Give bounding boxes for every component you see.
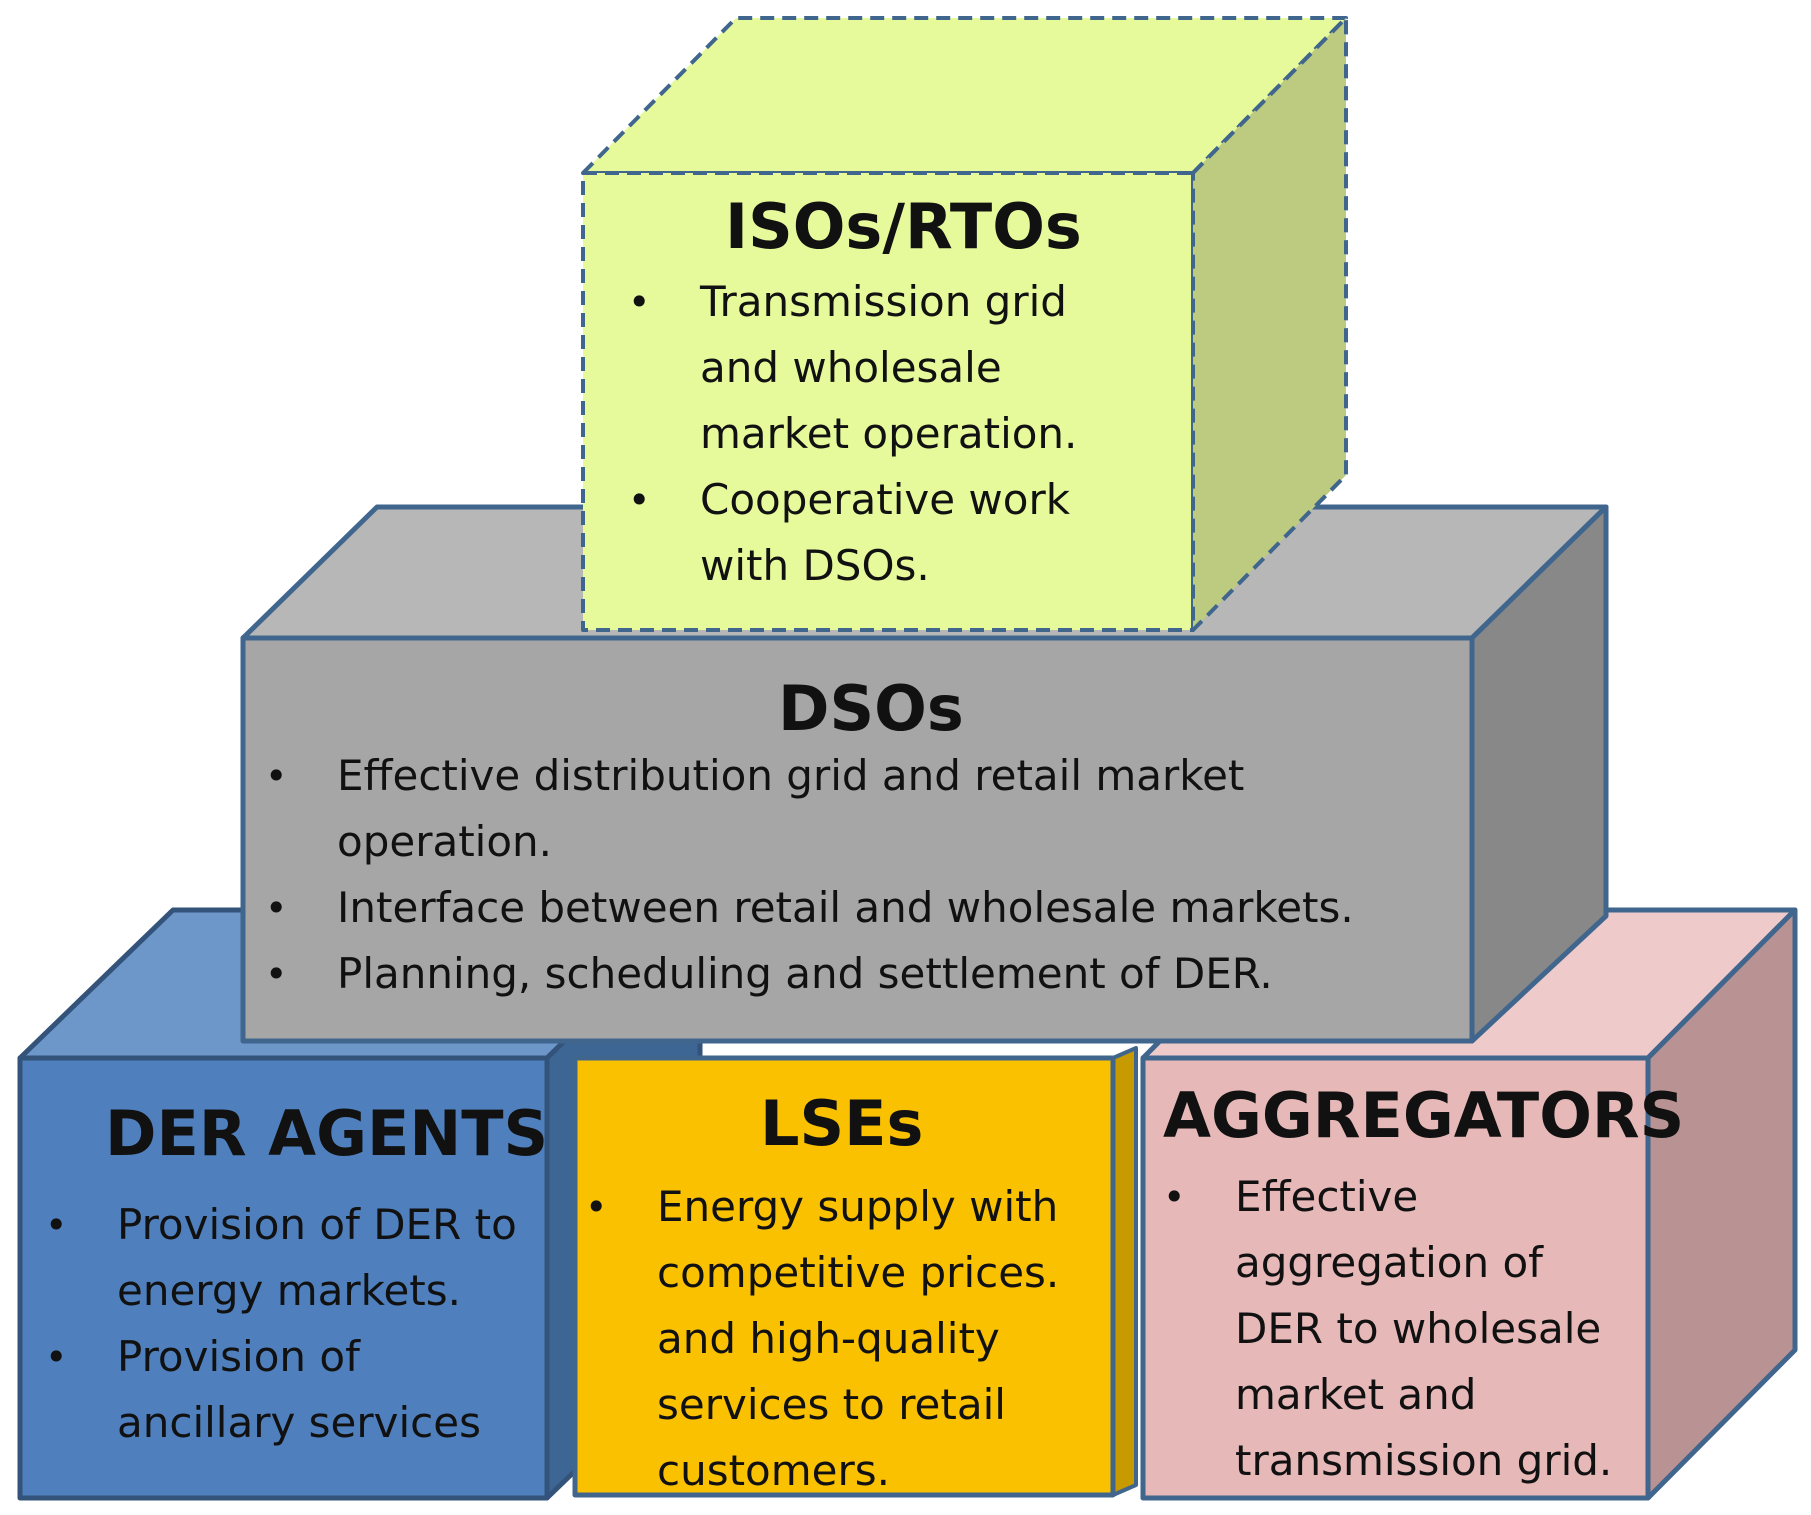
dso-label: DSOs Effective distribution grid and ret… [265,672,1465,1007]
lse-bullets: Energy supply with competitive prices. a… [585,1174,1110,1504]
iso-rto-bullet-2: Cooperative work with DSOs. [628,467,1130,599]
der-agents-bullets: Provision of DER to energy markets. Prov… [45,1192,540,1456]
dso-bullet-1: Effective distribution grid and retail m… [265,743,1397,875]
aggregators-title: AGGREGATORS [1163,1079,1685,1152]
iso-rto-block-side-overlay [1191,16,1348,632]
der-agents-title: DER AGENTS [105,1097,549,1170]
iso-rto-title: ISOs/RTOs [725,190,1082,263]
lse-block-side [1111,1046,1138,1497]
lse-bullet-1: Energy supply with competitive prices. a… [585,1174,1087,1504]
aggregators-bullet-1: Effective aggregation of DER to wholesal… [1163,1164,1635,1494]
iso-rto-bullet-1: Transmission grid and wholesale market o… [628,269,1130,467]
dso-bullets: Effective distribution grid and retail m… [265,743,1465,1007]
dso-block-side-overlay [1469,504,1609,1044]
dso-title: DSOs [778,672,964,745]
dso-bullet-3: Planning, scheduling and settlement of D… [265,941,1465,1007]
der-agents-label: DER AGENTS Provision of DER to energy ma… [45,1097,549,1456]
iso-rto-label: ISOs/RTOs Transmission grid and wholesal… [628,190,1188,599]
iso-rto-bullets: Transmission grid and wholesale market o… [628,269,1188,599]
der-agents-bullet-2: Provision of ancillary services [45,1324,527,1456]
aggregators-label: AGGREGATORS Effective aggregation of DER… [1163,1079,1685,1494]
lse-title: LSEs [760,1087,924,1160]
lse-label: LSEs Energy supply with competitive pric… [585,1087,1110,1504]
dso-bullet-2: Interface between retail and wholesale m… [265,875,1465,941]
der-agents-bullet-1: Provision of DER to energy markets. [45,1192,527,1324]
aggregators-bullets: Effective aggregation of DER to wholesal… [1163,1164,1643,1494]
